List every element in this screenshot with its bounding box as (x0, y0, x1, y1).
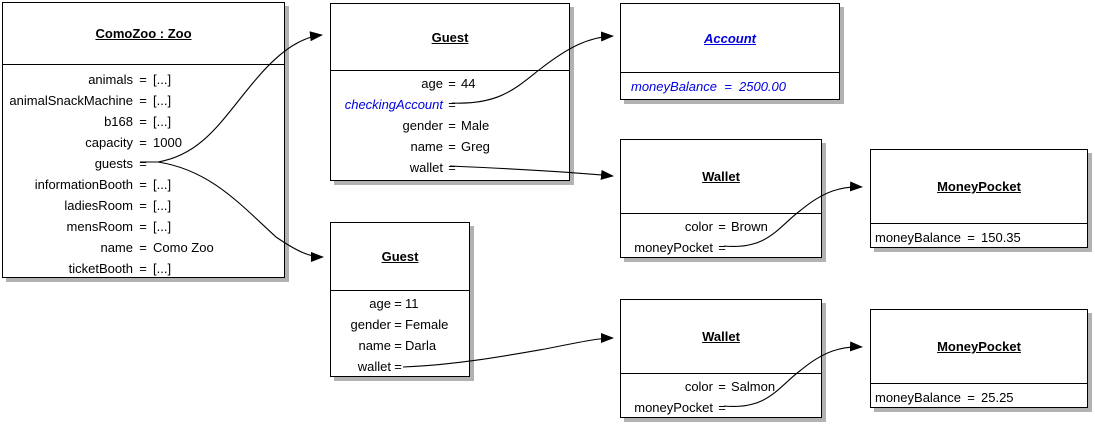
field-row-guests: guests= (94, 156, 147, 171)
field-row-moneybalance: moneyBalance=2500.00 (631, 79, 786, 94)
field-row-b168: b168=[...] (104, 114, 172, 129)
field-row-age: age=11 (369, 296, 419, 311)
field-row-checkingaccount: checkingAccount= (344, 97, 456, 112)
object-box-guest-darla[interactable]: Guest age=11 gender=Female name=Darla wa… (330, 222, 470, 377)
object-title: Account (621, 4, 839, 73)
field-row-moneypocket: moneyPocket= (634, 400, 726, 415)
field-row-moneybalance: moneyBalance=25.25 (875, 390, 1014, 405)
object-title: Wallet (621, 300, 821, 374)
field-row-informationbooth: informationBooth=[...] (34, 177, 172, 192)
object-title: ComoZoo : Zoo (3, 3, 284, 65)
object-title: Wallet (621, 140, 821, 214)
field-row-name: name=Darla (358, 338, 437, 353)
object-box-comozoo-zoo[interactable]: ComoZoo : Zoo animals=[...] animalSnackM… (2, 2, 285, 278)
object-box-account[interactable]: Account moneyBalance=2500.00 (620, 3, 840, 100)
field-row-moneypocket: moneyPocket= (634, 240, 726, 255)
field-row-animalsnackmachine: animalSnackMachine=[...] (9, 93, 172, 108)
field-row-ticketbooth: ticketBooth=[...] (68, 261, 172, 276)
field-row-name: name=Como Zoo (100, 240, 214, 255)
field-row-color: color=Salmon (684, 379, 776, 394)
object-title: Guest (331, 4, 569, 71)
object-title: MoneyPocket (871, 310, 1087, 384)
object-box-wallet-salmon[interactable]: Wallet color=Salmon moneyPocket= (620, 299, 822, 418)
field-row-gender: gender=Male (402, 118, 490, 133)
field-row-moneybalance: moneyBalance=150.35 (875, 230, 1021, 245)
object-box-moneypocket-1[interactable]: MoneyPocket moneyBalance=150.35 (870, 149, 1088, 248)
field-row-gender: gender=Female (350, 317, 449, 332)
field-row-name: name=Greg (410, 139, 490, 154)
object-box-guest-greg[interactable]: Guest age=44 checkingAccount= gender=Mal… (330, 3, 570, 181)
field-row-animals: animals=[...] (88, 72, 172, 87)
field-row-color: color=Brown (684, 219, 768, 234)
field-row-age: age=44 (421, 76, 476, 91)
object-title: Guest (331, 223, 469, 291)
object-title: MoneyPocket (871, 150, 1087, 224)
field-row-capacity: capacity=1000 (85, 135, 182, 150)
field-row-wallet: wallet= (357, 359, 402, 374)
field-row-mensroom: mensRoom=[...] (66, 219, 172, 234)
object-box-moneypocket-2[interactable]: MoneyPocket moneyBalance=25.25 (870, 309, 1088, 408)
field-row-ladiesroom: ladiesRoom=[...] (64, 198, 172, 213)
field-row-wallet: wallet= (409, 160, 456, 175)
object-box-wallet-brown[interactable]: Wallet color=Brown moneyPocket= (620, 139, 822, 258)
